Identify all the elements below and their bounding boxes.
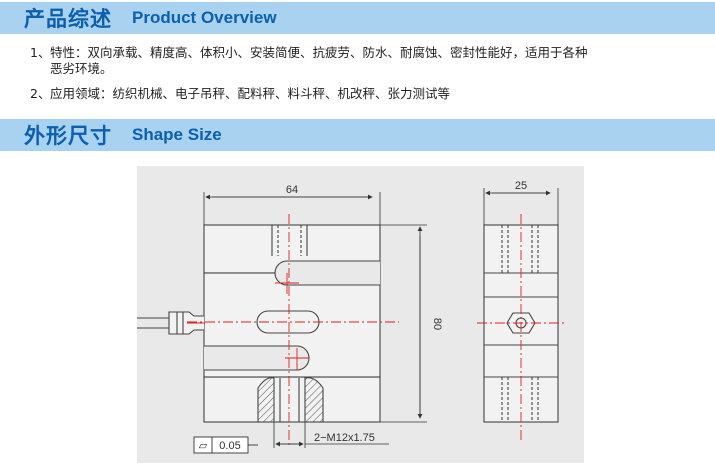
dim-width-front-label: 64 xyxy=(286,184,298,196)
application-paragraph: 2、应用领域：纺织机械、电子吊秤、配料秤、料斗秤、机改秤、张力测试等 xyxy=(30,86,710,102)
item-number: 2、 xyxy=(30,86,51,101)
feature-text-line2: 恶劣环境。 xyxy=(50,61,113,76)
flatness-frame xyxy=(193,436,258,454)
dim-80 xyxy=(380,224,427,423)
flatness-icon: ⏥ xyxy=(199,440,208,452)
technical-drawing: 64 80 xyxy=(137,166,584,463)
feature-text-line1: 特性：双向承载、精度高、体积小、安装简便、抗疲劳、防水、耐腐蚀、密封性能好，适用… xyxy=(50,45,588,60)
dim-25 xyxy=(483,188,559,225)
shape-size-header: 外形尺寸 Shape Size xyxy=(0,119,715,151)
side-centerlines xyxy=(477,214,567,441)
drawing-svg: 64 80 xyxy=(137,180,567,454)
overview-title-en: Product Overview xyxy=(132,8,277,27)
front-centerlines xyxy=(187,214,399,446)
dim-height-label: 80 xyxy=(431,318,443,330)
shape-title-zh: 外形尺寸 xyxy=(24,124,112,148)
front-view xyxy=(137,224,381,423)
dim-width-side-label: 25 xyxy=(515,180,527,192)
thread-note-label: 2−M12x1.75 xyxy=(314,432,375,444)
dim-64 xyxy=(203,192,381,225)
shape-title-en: Shape Size xyxy=(132,125,222,144)
thread-leader xyxy=(273,422,389,448)
application-text: 应用领域：纺织机械、电子吊秤、配料秤、料斗秤、机改秤、张力测试等 xyxy=(50,86,451,101)
feature-paragraph: 1、特性：双向承载、精度高、体积小、安装简便、抗疲劳、防水、耐腐蚀、密封性能好，… xyxy=(30,45,710,77)
flatness-value: 0.05 xyxy=(219,440,240,452)
product-overview-header: 产品综述 Product Overview xyxy=(0,2,715,34)
overview-title-zh: 产品综述 xyxy=(24,7,112,31)
item-number: 1、 xyxy=(30,45,51,60)
